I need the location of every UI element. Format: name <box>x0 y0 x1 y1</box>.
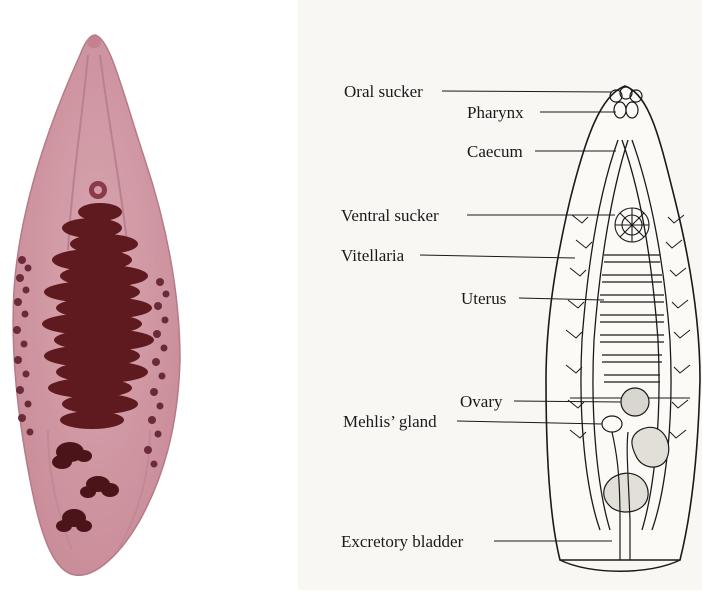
label-oral-sucker: Oral sucker <box>344 82 423 101</box>
label-uterus: Uterus <box>461 289 506 308</box>
stained-specimen-photo <box>0 0 300 590</box>
label-vitellaria: Vitellaria <box>341 246 405 265</box>
testis-posterior-shape <box>604 473 648 512</box>
ovary-shape <box>621 388 649 416</box>
mehlis-gland-shape <box>602 416 622 432</box>
label-ovary: Ovary <box>460 392 503 411</box>
labelled-anatomy-drawing: Oral sucker Pharynx Caecum Ventral sucke… <box>298 0 702 590</box>
ventral-sucker-shape <box>615 208 649 242</box>
label-pharynx: Pharynx <box>467 103 524 122</box>
label-excretory-bladder: Excretory bladder <box>341 532 464 551</box>
label-mehlis-gland: Mehlis’ gland <box>343 412 437 431</box>
label-ventral-sucker: Ventral sucker <box>341 206 439 225</box>
label-caecum: Caecum <box>467 142 523 161</box>
specimen-oral-sucker <box>87 36 101 48</box>
